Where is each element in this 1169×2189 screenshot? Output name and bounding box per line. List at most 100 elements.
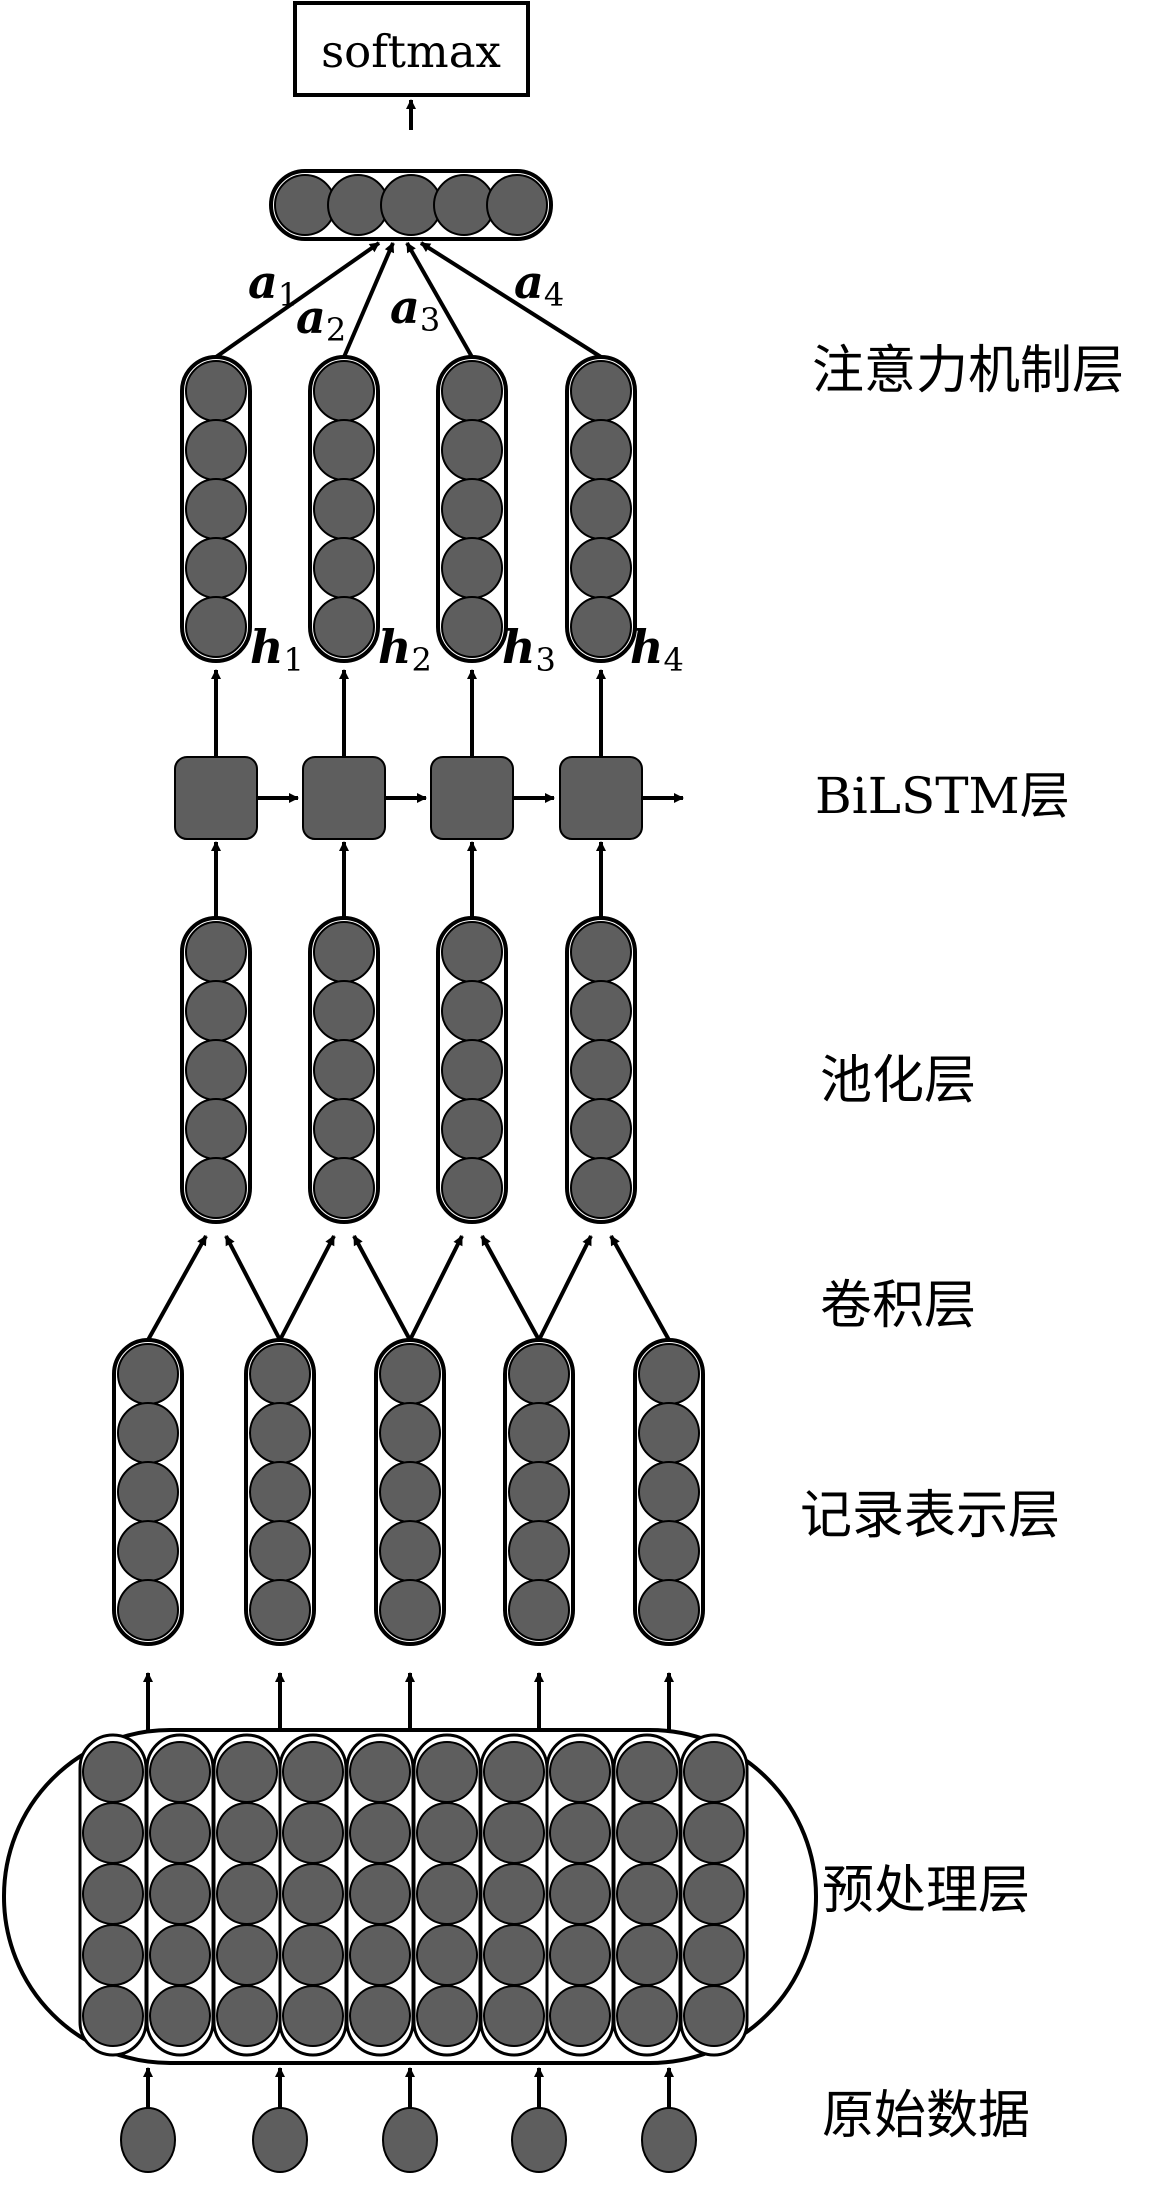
pooling-column-1-neuron-4 bbox=[185, 1098, 247, 1160]
preprocess-neuron-3-4 bbox=[216, 1924, 278, 1986]
hidden-state-column-2-neuron-3 bbox=[313, 478, 375, 540]
pooling-column-2-neuron-2 bbox=[313, 980, 375, 1042]
conv-arrow-right-2 bbox=[352, 1235, 412, 1341]
hidden-state-column-2-neuron-2 bbox=[313, 419, 375, 481]
preprocess-column-10 bbox=[679, 1733, 749, 2057]
bilstm-layer-label: BiLSTM层 bbox=[815, 767, 1070, 825]
record-column-1-neuron-1 bbox=[117, 1343, 179, 1405]
hidden-state-column-4-neuron-2 bbox=[570, 419, 632, 481]
attention-weight-label-2: a2 bbox=[296, 290, 346, 349]
hidden-state-column-1-neuron-4 bbox=[185, 537, 247, 599]
preprocess-neuron-6-5 bbox=[416, 1985, 478, 2047]
preprocess-column-4 bbox=[278, 1733, 348, 2057]
hidden-state-column-1-neuron-2 bbox=[185, 419, 247, 481]
record-column-5-neuron-3 bbox=[638, 1461, 700, 1523]
node-layer bbox=[2, 169, 818, 2173]
pooling-column-4-neuron-4 bbox=[570, 1098, 632, 1160]
record-column-5-neuron-2 bbox=[638, 1402, 700, 1464]
pooling-column-3 bbox=[436, 916, 508, 1224]
context-vector-neuron-1 bbox=[274, 174, 336, 236]
softmax-label: softmax bbox=[321, 25, 501, 78]
context-vector-neuron-4 bbox=[433, 174, 495, 236]
preprocess-neuron-5-4 bbox=[349, 1924, 411, 1986]
pooling-layer-label: 池化层 bbox=[820, 1051, 976, 1111]
preprocess-neuron-8-2 bbox=[549, 1802, 611, 1864]
preprocess-neuron-5-3 bbox=[349, 1863, 411, 1925]
preprocess-neuron-1-4 bbox=[82, 1924, 144, 1986]
record-column-5-neuron-5 bbox=[638, 1579, 700, 1641]
convolution-layer-label: 卷积层 bbox=[820, 1276, 976, 1336]
conv-arrow-left-3 bbox=[408, 1235, 464, 1341]
preprocess-neuron-10-1 bbox=[683, 1741, 745, 1803]
bilstm-cell-2 bbox=[302, 756, 386, 840]
hidden-state-label-4: h4 bbox=[630, 620, 684, 679]
preprocess-neuron-10-3 bbox=[683, 1863, 745, 1925]
preprocess-neuron-4-4 bbox=[282, 1924, 344, 1986]
record-column-2-neuron-3 bbox=[249, 1461, 311, 1523]
pooling-column-1-neuron-3 bbox=[185, 1039, 247, 1101]
attention-layer-label: 注意力机制层 bbox=[812, 341, 1124, 401]
preprocess-neuron-5-1 bbox=[349, 1741, 411, 1803]
pooling-column-2 bbox=[308, 916, 380, 1224]
record-column-3-neuron-1 bbox=[379, 1343, 441, 1405]
context-vector bbox=[269, 169, 553, 241]
record-column-3-neuron-3 bbox=[379, 1461, 441, 1523]
record-column-5-neuron-1 bbox=[638, 1343, 700, 1405]
conv-arrow-left-4 bbox=[537, 1235, 593, 1341]
softmax-box bbox=[293, 1, 530, 97]
preprocess-block bbox=[2, 1728, 818, 2065]
hidden-state-column-3-neuron-3 bbox=[441, 478, 503, 540]
preprocess-neuron-1-2 bbox=[82, 1802, 144, 1864]
hidden-state-column-3 bbox=[436, 355, 508, 663]
preprocess-neuron-6-4 bbox=[416, 1924, 478, 1986]
pooling-column-4-neuron-2 bbox=[570, 980, 632, 1042]
pooling-column-3-neuron-5 bbox=[441, 1157, 503, 1219]
record-column-3-neuron-4 bbox=[379, 1520, 441, 1582]
pooling-column-3-neuron-1 bbox=[441, 921, 503, 983]
bilstm-cell-1 bbox=[174, 756, 258, 840]
raw-data-label: 原始数据 bbox=[822, 2086, 1030, 2146]
pooling-column-2-neuron-1 bbox=[313, 921, 375, 983]
preprocess-neuron-3-1 bbox=[216, 1741, 278, 1803]
pooling-column-4-neuron-5 bbox=[570, 1157, 632, 1219]
context-vector-neuron-3 bbox=[380, 174, 442, 236]
hidden-state-column-3-neuron-5 bbox=[441, 596, 503, 658]
preprocess-column-5 bbox=[345, 1733, 415, 2057]
hidden-state-column-2-neuron-4 bbox=[313, 537, 375, 599]
preprocess-neuron-8-1 bbox=[549, 1741, 611, 1803]
record-column-1-neuron-5 bbox=[117, 1579, 179, 1641]
preprocess-neuron-4-3 bbox=[282, 1863, 344, 1925]
raw-data-node-2 bbox=[252, 2107, 308, 2173]
preprocess-neuron-2-3 bbox=[149, 1863, 211, 1925]
record-column-4-neuron-3 bbox=[508, 1461, 570, 1523]
pooling-column-1-neuron-1 bbox=[185, 921, 247, 983]
attention-arrow-1 bbox=[214, 241, 381, 359]
conv-arrow-right-3 bbox=[480, 1235, 541, 1341]
preprocess-neuron-3-2 bbox=[216, 1802, 278, 1864]
hidden-state-column-4-neuron-1 bbox=[570, 360, 632, 422]
raw-data-node-5 bbox=[641, 2107, 697, 2173]
raw-data-node-1 bbox=[120, 2107, 176, 2173]
pooling-column-3-neuron-3 bbox=[441, 1039, 503, 1101]
preprocess-column-2 bbox=[145, 1733, 215, 2057]
record-column-4-neuron-1 bbox=[508, 1343, 570, 1405]
record-column-1-neuron-3 bbox=[117, 1461, 179, 1523]
preprocess-neuron-6-1 bbox=[416, 1741, 478, 1803]
conv-arrow-right-4 bbox=[609, 1235, 671, 1341]
record-column-2-neuron-1 bbox=[249, 1343, 311, 1405]
record-column-5-neuron-4 bbox=[638, 1520, 700, 1582]
preprocess-neuron-3-3 bbox=[216, 1863, 278, 1925]
record-column-4-neuron-4 bbox=[508, 1520, 570, 1582]
hidden-state-column-1 bbox=[180, 355, 252, 663]
raw-data-node-4 bbox=[511, 2107, 567, 2173]
raw-data-node-3 bbox=[382, 2107, 438, 2173]
hidden-state-column-4-neuron-5 bbox=[570, 596, 632, 658]
preprocess-neuron-2-2 bbox=[149, 1802, 211, 1864]
bilstm-cell-4 bbox=[559, 756, 643, 840]
pooling-column-4-neuron-1 bbox=[570, 921, 632, 983]
pooling-column-2-neuron-3 bbox=[313, 1039, 375, 1101]
preprocess-layer-label: 预处理层 bbox=[822, 1861, 1030, 1921]
preprocess-column-9 bbox=[612, 1733, 682, 2057]
preprocess-neuron-9-3 bbox=[616, 1863, 678, 1925]
